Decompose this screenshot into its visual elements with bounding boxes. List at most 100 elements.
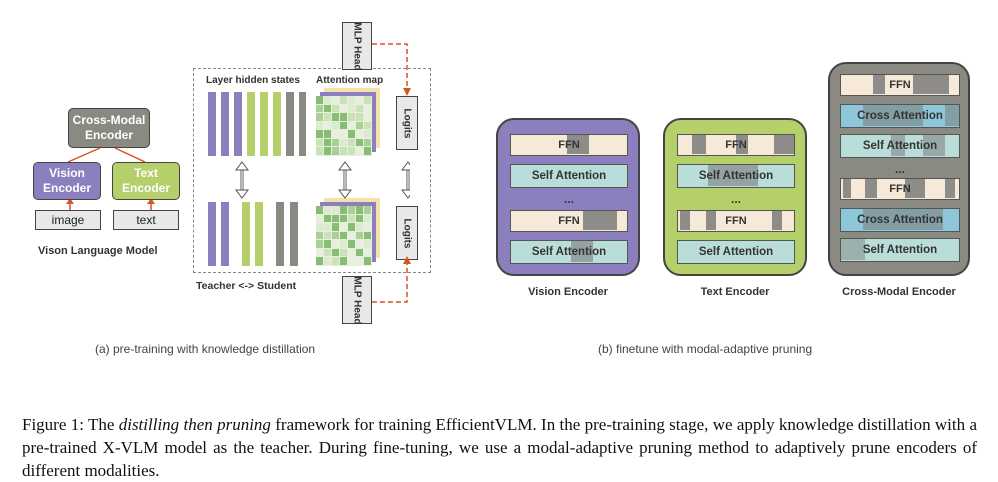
attention-cell <box>316 248 323 257</box>
attention-cell <box>332 248 339 257</box>
attention-cell <box>332 113 339 121</box>
attention-cell <box>356 113 363 121</box>
text-encoder-panel: FFN Self Attention ... FFN Self Attentio… <box>663 118 807 276</box>
figure-caption: Figure 1: The distilling then pruning fr… <box>22 413 977 482</box>
figure-caption-rest: framework for training EfficientVLM. In … <box>22 415 977 480</box>
attention-cell <box>348 96 355 104</box>
attention-cell <box>348 214 355 223</box>
distillation-frame <box>193 68 431 273</box>
student-attention-map <box>316 198 380 268</box>
attention-cell <box>324 257 331 265</box>
text-input-box: text <box>113 210 179 230</box>
hidden-bar <box>247 92 255 156</box>
double-arrow-icon <box>338 161 352 199</box>
attention-cell <box>324 214 331 223</box>
ellipsis: ... <box>894 162 905 176</box>
hidden-bar <box>208 202 216 266</box>
attention-cell <box>324 231 331 240</box>
text-encoder-label: Text Encoder <box>700 286 770 298</box>
vision-encoder-box: Vision Encoder <box>33 162 101 200</box>
attention-cell <box>324 113 331 121</box>
attention-cell <box>324 248 331 257</box>
attention-cell <box>316 231 323 240</box>
attention-cell <box>356 147 363 155</box>
attention-cell <box>364 113 371 121</box>
attention-cell <box>316 104 323 113</box>
cross-attention-block: Cross Attention <box>840 208 960 232</box>
attention-cell <box>332 214 339 223</box>
attention-cell <box>356 223 363 231</box>
image-label: image <box>51 213 85 227</box>
cross-attention-block: Cross Attention <box>840 104 960 128</box>
hidden-bar <box>208 92 216 156</box>
mlp-logit-arrows <box>372 43 411 303</box>
attention-cell <box>348 113 355 121</box>
cross-modal-encoder-box: Cross-Modal Encoder <box>68 108 150 148</box>
attention-cell <box>324 96 331 104</box>
attention-cell <box>332 138 339 147</box>
attention-cell <box>316 147 323 155</box>
attention-map-label: Attention map <box>316 75 384 86</box>
mlp-head-top: MLP Head <box>342 22 372 70</box>
self-attention-block: Self Attention <box>840 134 960 158</box>
vision-line1: Vision <box>49 166 85 180</box>
ffn-block: FFN <box>677 134 795 156</box>
attention-cell <box>364 240 371 248</box>
attention-cell <box>324 223 331 231</box>
attention-cell <box>364 223 371 231</box>
attention-cell <box>364 248 371 257</box>
attention-cell <box>316 96 323 104</box>
attention-cell <box>340 113 347 121</box>
attention-cell <box>348 206 355 214</box>
attention-cell <box>356 240 363 248</box>
attention-cell <box>332 104 339 113</box>
attention-cell <box>340 121 347 130</box>
hidden-bar <box>260 92 268 156</box>
teacher-hidden-states <box>206 92 306 156</box>
attention-cell <box>340 147 347 155</box>
ellipsis: ... <box>730 192 741 206</box>
attention-cell <box>332 240 339 248</box>
attention-cell <box>356 138 363 147</box>
ffn-block: FFN <box>840 74 960 96</box>
attention-cell <box>348 231 355 240</box>
attention-cell <box>348 240 355 248</box>
attention-cell <box>324 240 331 248</box>
attention-cell <box>340 214 347 223</box>
hidden-bar <box>234 92 242 156</box>
attention-cell <box>316 206 323 214</box>
attention-cell <box>348 104 355 113</box>
attention-cell <box>340 231 347 240</box>
figure-caption-italic: distilling then pruning <box>118 415 271 434</box>
cross-modal-line1: Cross-Modal <box>72 113 146 127</box>
distill-double-arrows <box>235 161 410 199</box>
vision-encoder-panel: FFN Self Attention ... FFN Self Attentio… <box>496 118 640 276</box>
text-label: text <box>136 213 156 227</box>
attention-cell <box>332 96 339 104</box>
attention-cell <box>348 138 355 147</box>
subcaption-b: (b) finetune with modal-adaptive pruning <box>598 342 813 356</box>
attention-cell <box>348 130 355 138</box>
attention-cell <box>316 214 323 223</box>
attention-cell <box>316 121 323 130</box>
attention-cell <box>364 104 371 113</box>
attention-cell <box>348 223 355 231</box>
attention-cell <box>332 231 339 240</box>
hidden-states-label: Layer hidden states <box>206 75 300 86</box>
text-encoder-box: Text Encoder <box>112 162 180 200</box>
attention-cell <box>364 96 371 104</box>
attention-cell <box>340 206 347 214</box>
attention-cell <box>348 257 355 265</box>
attention-cell <box>364 147 371 155</box>
attention-cell <box>356 214 363 223</box>
attention-cell <box>356 206 363 214</box>
attention-cell <box>340 104 347 113</box>
self-attention-block: Self Attention <box>510 164 628 188</box>
teacher-attention-grid <box>316 96 372 156</box>
attention-cell <box>324 138 331 147</box>
attention-cell <box>324 206 331 214</box>
attention-cell <box>364 214 371 223</box>
attention-cell <box>356 248 363 257</box>
ffn-block: FFN <box>510 210 628 232</box>
figure-caption-prefix: Figure 1: The <box>22 415 119 434</box>
